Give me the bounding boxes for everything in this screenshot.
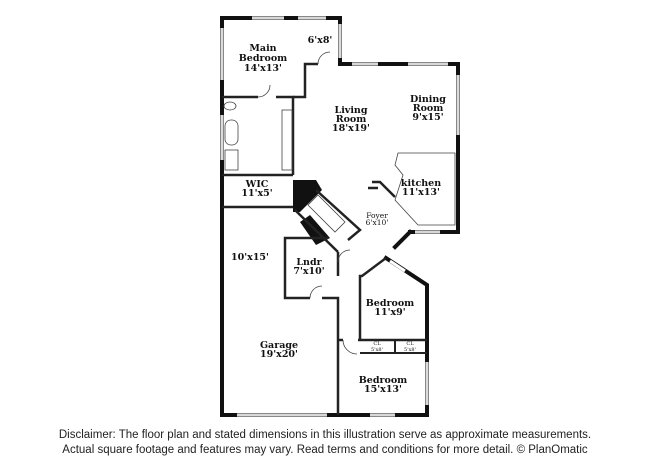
foyer-label: Foyer [366,211,388,220]
bedroom-2-label: Bedroom [359,375,407,386]
closet-2-label: CL [406,341,414,347]
dining-room-label: Dining [410,94,446,105]
main-bedroom-label-2: Bedroom [239,53,287,64]
kitchen-size: 11'x13' [402,187,440,198]
fixtures [223,51,456,355]
kitchen-label: kitchen [401,178,441,189]
living-room-label-2: Room [336,114,367,125]
disclaimer-line-1: Disclaimer: The floor plan and stated di… [58,429,592,441]
garage-size: 19'x20' [260,349,298,360]
bedroom-1-size: 11'x9' [374,307,405,318]
closet-1-size: 5'x8' [371,347,383,353]
closet-1-label: CL [373,341,381,347]
bedroom-2-size: 15'x13' [364,384,402,395]
garage-label: Garage [260,340,298,351]
garage-annex-size: 10'x15' [231,252,269,263]
disclaimer-line-2: Actual square footage and features may v… [62,444,588,456]
bedroom-1-label: Bedroom [366,298,414,309]
dining-room-label-2: Room [413,103,444,114]
disclaimer: Disclaimer: The floor plan and stated di… [0,428,650,458]
laundry-label: Lndr [296,257,322,268]
wic-size: 11'x5' [241,188,272,199]
main-bedroom-label: Main [249,43,276,54]
closet-6x8-size: 6'x8' [308,35,333,46]
foyer-size: 6'x10' [366,218,389,227]
wic-label: WIC [245,179,269,190]
living-room-label: Living [335,105,368,116]
laundry-size: 7'x10' [293,266,324,277]
room-labels: Main Bedroom 14'x13' 6'x8' Living Room 1… [231,35,446,395]
closet-2-size: 5'x8' [404,347,416,353]
dining-room-size: 9'x15' [412,112,443,123]
living-room-size: 18'x19' [332,123,370,134]
main-bedroom-size: 14'x13' [244,63,282,74]
windows [220,16,460,417]
interior-walls [222,62,427,415]
